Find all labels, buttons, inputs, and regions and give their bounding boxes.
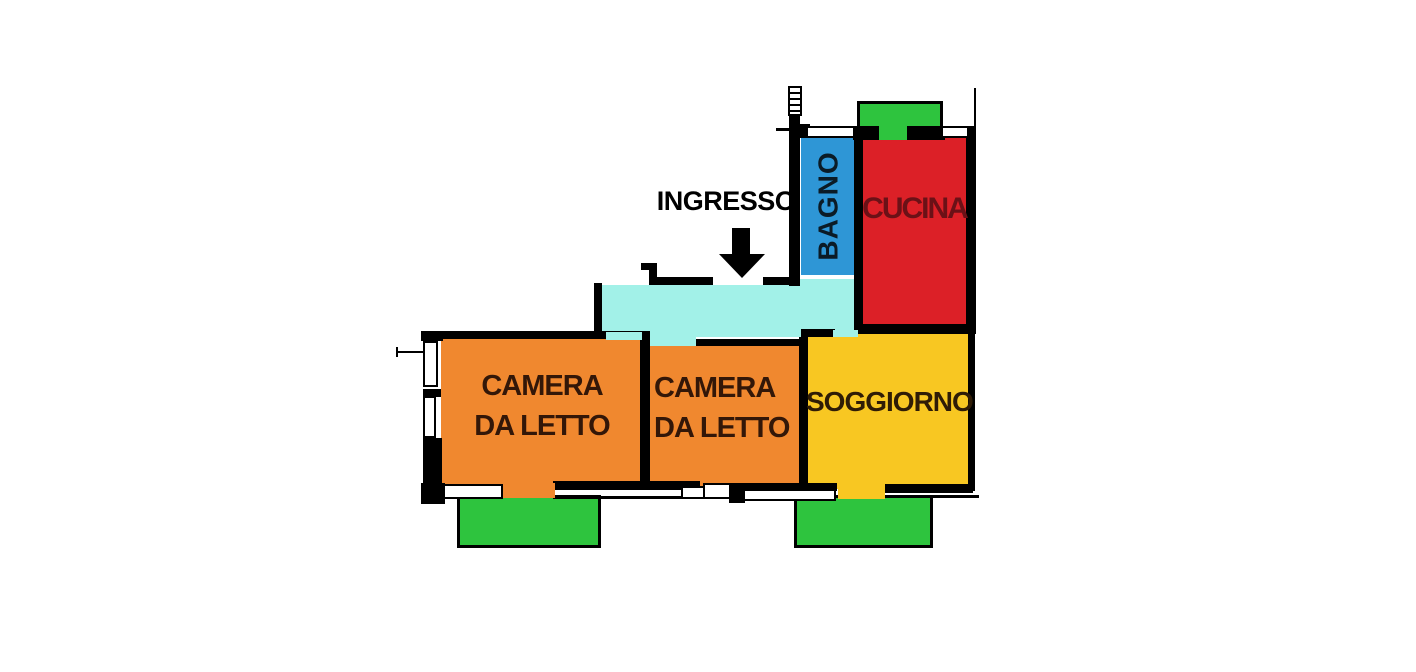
wall-segment (801, 329, 835, 337)
room-camera-da-letto-2 (648, 341, 802, 489)
window-symbol (423, 341, 438, 387)
window-symbol (423, 396, 436, 438)
wall-segment (553, 496, 683, 499)
label-camera-da-letto-1: CAMERA DA LETTO (474, 370, 610, 442)
window-symbol (681, 486, 705, 499)
window-symbol (941, 126, 969, 138)
door-opening-cucina-balcony (879, 124, 907, 140)
wall-segment (799, 337, 808, 489)
label-cucina: CUCINA (862, 192, 969, 225)
wall-segment (968, 333, 975, 491)
label-soggiorno: SOGGIORNO (806, 386, 974, 417)
door-opening-ingresso-camera1 (606, 332, 642, 340)
wall-segment (884, 495, 979, 498)
door-opening-soggiorno-balcony (838, 483, 885, 499)
label-bagno: BAGNO (813, 151, 845, 261)
door-opening-camera1-balcony (503, 483, 555, 498)
wall-segment (423, 389, 441, 397)
wall-segment (553, 481, 700, 490)
wall-segment (854, 135, 863, 333)
room-camera-da-letto-1 (441, 335, 643, 487)
room-ingresso-corridor (800, 279, 858, 337)
balcony-bottom-right (794, 495, 933, 548)
wall-segment (694, 339, 804, 346)
wall-segment (854, 324, 976, 334)
door-opening-ingresso-camera2 (650, 335, 696, 346)
wall-segment (905, 126, 945, 140)
wall-segment (423, 438, 442, 488)
room-bagno (801, 137, 857, 275)
wall-segment (974, 88, 976, 130)
wall-segment (421, 331, 645, 339)
wall-segment (884, 484, 973, 493)
wall-segment (789, 112, 800, 286)
wall-segment (421, 483, 445, 504)
wall-segment (776, 128, 792, 131)
dimension-tick (396, 347, 398, 357)
wall-segment (733, 483, 837, 491)
door-window-symbol (788, 86, 802, 116)
wall-segment (763, 277, 800, 285)
wall-segment (649, 263, 657, 285)
wall-segment (966, 126, 976, 334)
label-ingresso: INGRESSO (656, 186, 796, 216)
wall-segment (640, 331, 650, 489)
window-symbol (743, 489, 836, 501)
room-soggiorno (806, 331, 971, 489)
dimension-tick (396, 351, 424, 353)
wall-segment (594, 283, 602, 333)
door-opening-ingresso-soggiorno (833, 330, 858, 337)
wall-segment (653, 277, 713, 285)
wall-segment (641, 263, 657, 270)
room-cucina (860, 135, 969, 332)
window-symbol (443, 484, 503, 499)
wall-segment (853, 126, 883, 140)
label-camera-da-letto-2: CAMERA DA LETTO (654, 372, 790, 444)
balcony-bottom-left (457, 495, 601, 548)
